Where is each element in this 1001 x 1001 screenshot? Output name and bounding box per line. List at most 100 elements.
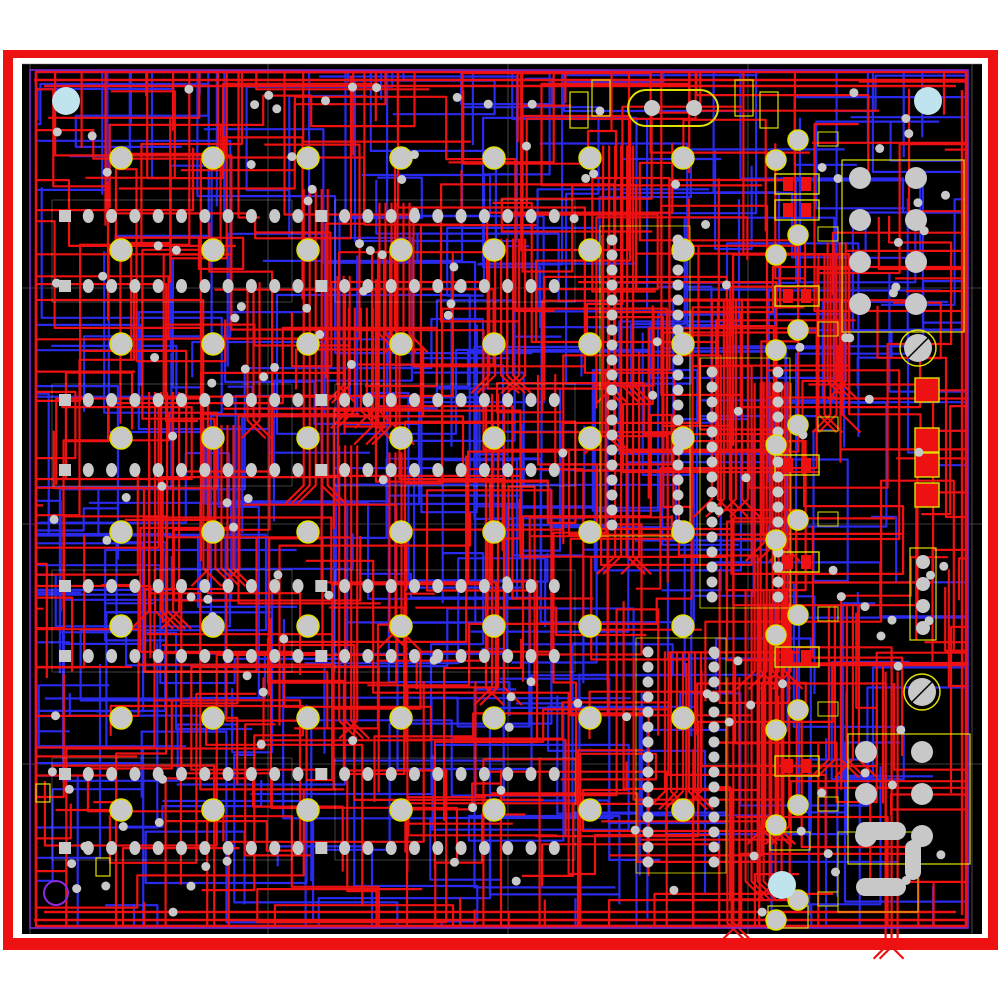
ic-pin-pad [269, 209, 281, 223]
ic-pin-pad-vertical [672, 474, 684, 486]
ic-pin-pad-vertical [708, 856, 720, 868]
small-via [80, 841, 90, 851]
top-trace [111, 899, 546, 928]
top-bus-trace [371, 250, 392, 446]
ic-pin-pad [222, 463, 234, 477]
ic-pin-pad-vertical [706, 576, 718, 588]
smd-pad [801, 555, 811, 569]
smd-pad [801, 177, 811, 191]
top-trace [48, 70, 387, 190]
ic-pin-pad-vertical [708, 751, 720, 763]
ic-outline-vertical [635, 637, 727, 874]
small-via [154, 818, 164, 827]
top-trace [541, 843, 721, 926]
top-bus-trace [732, 677, 753, 942]
top-trace [237, 348, 425, 605]
top-bus-trace [823, 255, 844, 434]
ic-pin-pad [292, 649, 304, 663]
via-pad [201, 798, 225, 822]
ic-pin-pad-vertical [606, 324, 618, 336]
connector-pad [905, 209, 927, 231]
resistor-outline [817, 796, 839, 812]
small-via [186, 592, 196, 602]
via-pad [482, 614, 506, 638]
crystal-pad [686, 100, 702, 116]
jack-pad [905, 840, 921, 880]
via-pad [482, 520, 506, 544]
ic-pin-pad [478, 279, 490, 293]
small-via [67, 859, 77, 869]
bottom-trace [792, 583, 910, 781]
small-via [896, 725, 906, 735]
small-via [817, 163, 827, 172]
via-pad [578, 614, 602, 638]
ic-pin-pad-vertical [706, 471, 718, 483]
ic-pin-square-pad [59, 842, 71, 854]
crystal-pad [644, 100, 660, 116]
small-via [378, 475, 388, 485]
ic-pin-pad [152, 649, 164, 663]
ic-pin-pad [455, 649, 467, 663]
ic-pin-pad [525, 579, 537, 593]
ic-pin-pad [432, 463, 444, 477]
small-via [186, 881, 196, 891]
ic-pin-pad [245, 767, 257, 781]
ic-pin-pad-vertical [706, 381, 718, 393]
ic-pin-square-pad [59, 464, 71, 476]
ic-pin-pad [245, 579, 257, 593]
crystal-outline [627, 89, 719, 127]
ic-pin-pad-vertical [708, 811, 720, 823]
top-trace [36, 515, 350, 630]
small-via [919, 226, 929, 236]
ic-pin-pad-vertical [772, 561, 784, 573]
ic-pin-pad [362, 209, 374, 223]
ic-pin-pad-vertical [708, 796, 720, 808]
smd-outline [774, 755, 820, 777]
ic-pin-pad [525, 841, 537, 855]
small-via [273, 570, 283, 580]
small-via [798, 430, 808, 440]
ic-pin-pad [409, 579, 420, 593]
ic-pin-pad-vertical [606, 369, 618, 381]
top-trace [719, 651, 968, 804]
resistor-outline [817, 226, 839, 242]
via-pad [296, 614, 320, 638]
ic-pin-pad [129, 841, 141, 855]
small-via [315, 330, 325, 339]
capacitor-outline [903, 673, 941, 711]
small-via [749, 851, 759, 861]
ic-pin-pad [269, 767, 281, 781]
ic-pin-pad-vertical [708, 736, 720, 748]
ic-pin-pad [548, 463, 560, 477]
top-trace [190, 665, 380, 793]
board-outline-rect [29, 69, 969, 929]
smd-pad [783, 458, 793, 472]
top-trace [34, 72, 110, 321]
small-via [64, 784, 74, 794]
top-trace [258, 455, 468, 742]
connector-pad [849, 293, 871, 315]
ic-pin-pad [385, 279, 397, 293]
bottom-trace [34, 460, 349, 685]
ic-pin-pad-vertical [672, 504, 684, 516]
ic-pin-pad [199, 579, 211, 593]
ic-pin-pad [502, 463, 514, 477]
component-pad [765, 529, 787, 551]
small-via [888, 288, 898, 298]
top-trace [829, 397, 968, 662]
top-bus-trace [350, 445, 370, 740]
small-via [397, 175, 407, 184]
ic-pin-pad [548, 393, 560, 407]
small-via [208, 612, 218, 621]
ic-pin-pad [222, 209, 234, 223]
ic-pin-pad [385, 209, 397, 223]
top-trace [586, 285, 819, 427]
ic-pin-pad-vertical [606, 279, 618, 291]
ic-pin-pad [502, 767, 514, 781]
ic-pin-pad-vertical [606, 489, 618, 501]
small-via [893, 237, 903, 247]
small-via [279, 634, 289, 644]
component-pad [765, 814, 787, 836]
ic-pin-pad [455, 209, 467, 223]
